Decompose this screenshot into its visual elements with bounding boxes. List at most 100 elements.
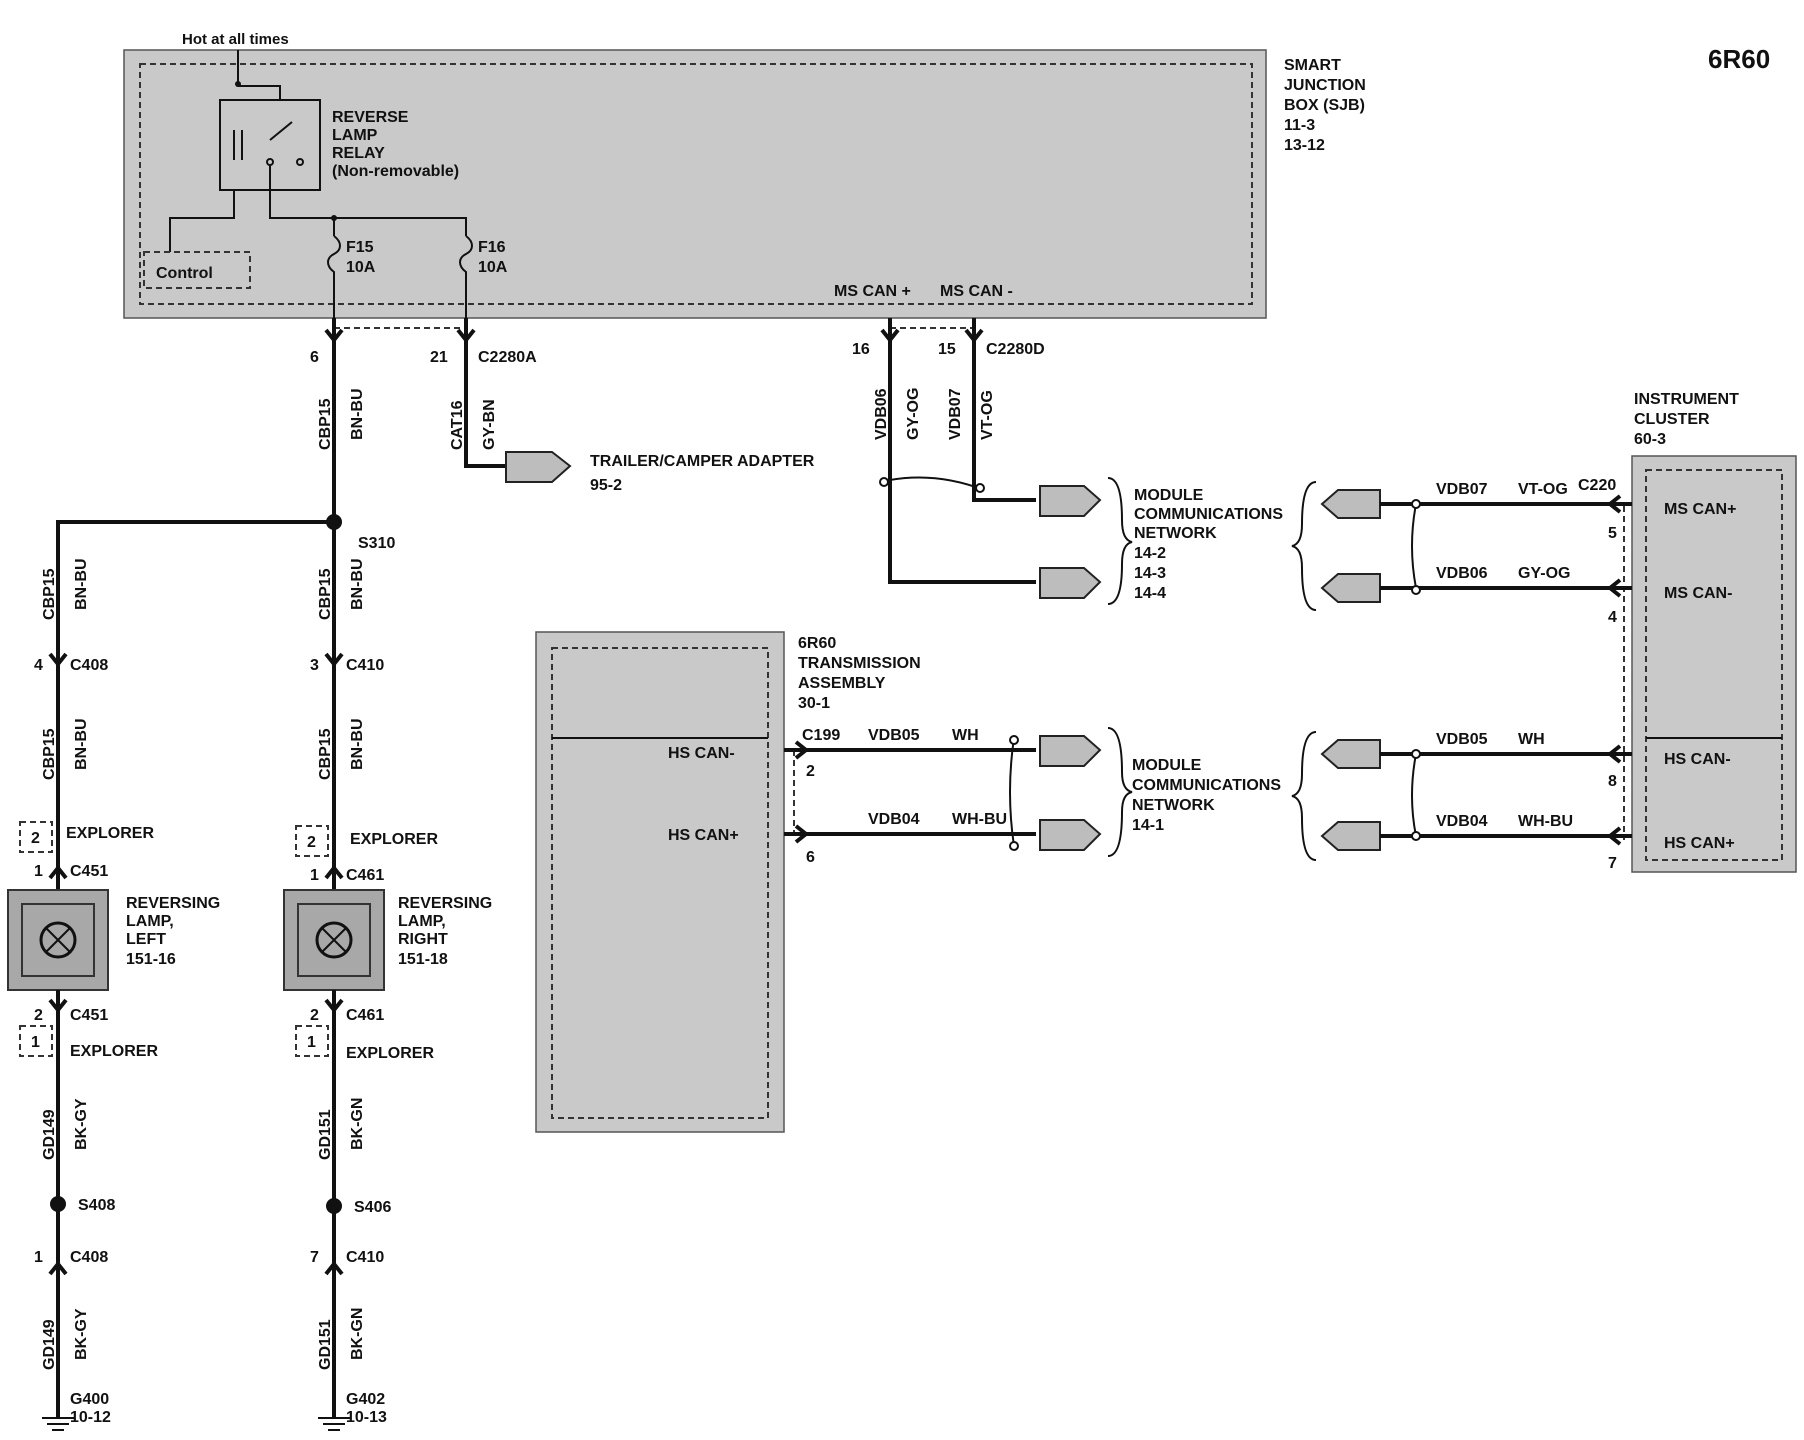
wire-gd151-lower-id: GD151 — [317, 1319, 334, 1370]
mcn-lower-label-4: 14-1 — [1132, 817, 1164, 834]
wire-cbp15-right-upper-color: BN-BU — [349, 558, 366, 610]
ground-g400-icon — [42, 1417, 74, 1431]
connector-c408-lower: C408 — [70, 1249, 108, 1266]
sjb-ms-can-minus: MS CAN - — [940, 283, 1013, 300]
transmission-hs-can-minus: HS CAN- — [668, 745, 735, 762]
wire-cbp15-left-lower-color: BN-BU — [73, 718, 90, 770]
wire-cbp15-right-lower-color: BN-BU — [349, 718, 366, 770]
connector-c410-lower: C410 — [346, 1249, 384, 1266]
lamp-left-label-1: REVERSING — [126, 895, 220, 912]
wire-vdb04-transmission — [784, 824, 1036, 844]
wire-vdb05-trans-id: VDB05 — [868, 727, 920, 744]
pin-5-c220: 5 — [1608, 525, 1617, 542]
smart-junction-box: SMART JUNCTION BOX (SJB) 11-3 13-12 Hot … — [123, 31, 1366, 330]
fuse-f16-id: F16 — [478, 239, 506, 256]
right-explorer-lower: EXPLORER — [346, 1045, 434, 1062]
right-lamp-branch: CBP15 BN-BU 3 C410 CBP15 BN-BU 2 EXPLORE… — [283, 558, 492, 1431]
mcn-upper-connector-1 — [1039, 485, 1102, 517]
wire-vdb05-ic-color: WH — [1518, 731, 1545, 748]
fuse-f16 — [459, 235, 473, 330]
pin-6-c2280a: 6 — [310, 349, 319, 366]
fuse-f15-id: F15 — [346, 239, 374, 256]
sjb-name-3: BOX (SJB) — [1284, 97, 1365, 114]
pin-2-c461: 2 — [310, 1007, 319, 1024]
fuse-f15 — [327, 235, 341, 330]
relay-label-2: LAMP — [332, 127, 378, 144]
pin-8-c220: 8 — [1608, 773, 1617, 790]
lamp-left-bulb-icon — [45, 927, 71, 953]
mcn-upper-connector-2 — [1039, 567, 1102, 599]
instrument-cluster-label-1: INSTRUMENT — [1634, 391, 1739, 408]
mcn-upper-label-5: 14-3 — [1134, 565, 1166, 582]
wire-gd151-upper-id: GD151 — [317, 1109, 334, 1160]
connector-c461-upper: C461 — [346, 867, 384, 884]
pin-21-c2280a: 21 — [430, 349, 448, 366]
lamp-left-label-4: 151-16 — [126, 951, 176, 968]
pin-7-c410: 7 — [310, 1249, 319, 1266]
lamp-right-label-1: REVERSING — [398, 895, 492, 912]
lamp-right-label-2: LAMP, — [398, 913, 446, 930]
wire-vdb05-ic-id: VDB05 — [1436, 731, 1488, 748]
pin-1-c451: 1 — [34, 863, 43, 880]
wire-vdb06 — [888, 340, 1036, 584]
connector-c410-upper: C410 — [346, 657, 384, 674]
wire-gd151-lower-color: BK-GN — [349, 1308, 366, 1360]
ic-hs-can-minus: HS CAN- — [1664, 751, 1731, 768]
mcn-lower-label-2: COMMUNICATIONS — [1132, 777, 1281, 794]
wire-vdb04-trans-id: VDB04 — [868, 811, 920, 828]
mcn-upper-label-4: 14-2 — [1134, 545, 1166, 562]
mcn-lower-connector-2 — [1039, 819, 1102, 851]
mcn-upper-label-1: MODULE — [1134, 487, 1204, 504]
wire-vdb04-trans-color: WH-BU — [952, 811, 1007, 828]
left-explorer-lower: EXPLORER — [70, 1043, 158, 1060]
sjb-name-1: SMART — [1284, 57, 1341, 74]
instrument-cluster-label-2: CLUSTER — [1634, 411, 1710, 428]
pin-7-c220: 7 — [1608, 855, 1617, 872]
wire-cat16-id: CAT16 — [449, 400, 466, 450]
wire-gd149-upper-color: BK-GY — [73, 1098, 90, 1150]
transmission-assembly: 6R60 TRANSMISSION ASSEMBLY 30-1 HS CAN- … — [535, 631, 921, 1133]
pin-4-c408: 4 — [34, 657, 43, 674]
instrument-cluster: INSTRUMENT CLUSTER 60-3 MS CAN+ MS CAN- … — [1631, 391, 1797, 873]
splice-s310-label: S310 — [358, 535, 395, 552]
pin-2-c199: 2 — [806, 763, 815, 780]
mcn-upper-label-6: 14-4 — [1134, 585, 1166, 602]
hot-at-all-times-label: Hot at all times — [182, 31, 289, 48]
mcn-upper-label-3: NETWORK — [1134, 525, 1217, 542]
instrument-cluster-label-3: 60-3 — [1634, 431, 1666, 448]
wire-cbp15-left-lower-id: CBP15 — [41, 728, 58, 780]
connector-c451-upper: C451 — [70, 863, 108, 880]
mcn-upper-label-2: COMMUNICATIONS — [1134, 506, 1283, 523]
connector-c451-lower: C451 — [70, 1007, 108, 1024]
control-label: Control — [156, 265, 213, 282]
relay-label-1: REVERSE — [332, 109, 409, 126]
sjb-name-4: 11-3 — [1284, 117, 1315, 134]
wire-gd149-upper-id: GD149 — [41, 1109, 58, 1160]
trailer-adapter-ref: 95-2 — [590, 477, 622, 494]
pin-16-c2280d: 16 — [852, 341, 870, 358]
mcn-lower-connector-1 — [1039, 735, 1102, 767]
wire-vdb04-ic-color: WH-BU — [1518, 813, 1573, 830]
ground-g402-ref: 10-13 — [346, 1409, 387, 1426]
trailer-adapter-label: TRAILER/CAMPER ADAPTER — [590, 453, 815, 470]
ic-connector-ms-minus — [1320, 573, 1381, 603]
connector-c2280a: C2280A — [478, 349, 537, 366]
pin-4-c220: 4 — [1608, 609, 1617, 626]
mcn-lower-label-1: MODULE — [1132, 757, 1202, 774]
wire-vdb07-color: VT-OG — [979, 390, 996, 440]
pin-6-c199: 6 — [806, 849, 815, 866]
fuse-f15-rating: 10A — [346, 259, 376, 276]
wire-cat16 — [464, 340, 506, 468]
lamp-right-label-3: RIGHT — [398, 931, 448, 948]
wire-cbp15-left-upper-color: BN-BU — [73, 558, 90, 610]
connector-c199: C199 — [802, 727, 840, 744]
ground-g402-icon — [318, 1417, 350, 1431]
wire-cbp15-right-lower-id: CBP15 — [317, 728, 334, 780]
wire-vdb05-ic — [1380, 744, 1632, 764]
fuse-f16-rating: 10A — [478, 259, 508, 276]
wire-cat16-color: GY-BN — [481, 399, 498, 450]
ground-g402-id: G402 — [346, 1391, 385, 1408]
ic-connector-hs-plus — [1320, 821, 1381, 851]
lamp-left-label-2: LAMP, — [126, 913, 174, 930]
wire-gd151-upper-color: BK-GN — [349, 1098, 366, 1150]
